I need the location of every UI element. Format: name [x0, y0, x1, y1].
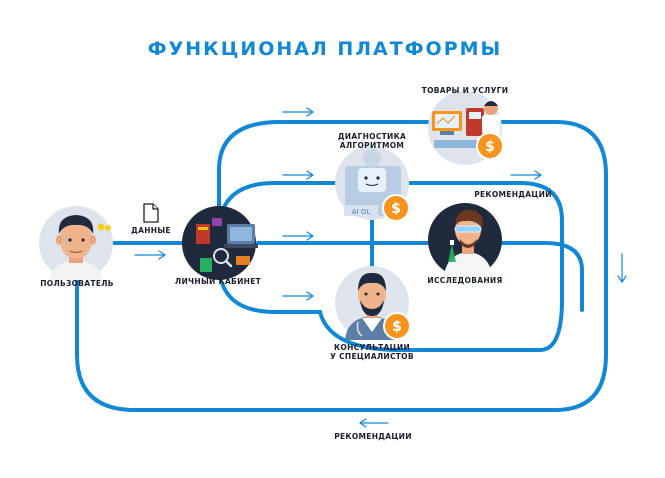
- coin-symbol: $: [485, 139, 495, 155]
- node-goods: $: [428, 91, 504, 165]
- arrow-right-icon: [510, 170, 542, 180]
- recommend-right-label: РЕКОМЕНДАЦИИ: [474, 190, 552, 199]
- arrow-right-icon: [282, 231, 314, 241]
- arrow-right-icon: [282, 170, 314, 180]
- desk-workspace-icon: [196, 218, 258, 272]
- research-label: ИССЛЕДОВАНИЯ: [427, 276, 502, 285]
- node-user: [39, 206, 113, 280]
- coin-symbol: $: [392, 319, 402, 335]
- arrow-right-icon: [282, 107, 314, 117]
- page-title: ФУНКЦИОНАЛ ПЛАТФОРМЫ: [148, 38, 502, 60]
- flow-outer-loop: [75, 120, 608, 412]
- recommend-bottom-label: РЕКОМЕНДАЦИИ: [334, 432, 412, 441]
- flow-lines: [75, 120, 608, 412]
- consult-label-line2: У СПЕЦИАЛИСТОВ: [330, 352, 414, 361]
- flow-diagnostics-loop: [220, 181, 564, 302]
- arrow-right-icon: [134, 250, 166, 260]
- diagnostics-label-line1: ДИАГНОСТИКА: [338, 132, 406, 141]
- arrow-left-icon: [359, 418, 389, 428]
- coin-icon: [382, 194, 410, 222]
- data-label: ДАННЫЕ: [131, 226, 171, 235]
- flow-consult-loop: [220, 281, 564, 352]
- arrow-right-icon: [282, 291, 314, 301]
- coin-icon: [383, 312, 411, 340]
- goods-label: ТОВАРЫ И УСЛУГИ: [422, 86, 509, 95]
- cabinet-label: ЛИЧНЫЙ КАБИНЕТ: [175, 277, 262, 286]
- consult-label-line1: КОНСУЛЬТАЦИИ: [334, 343, 410, 352]
- diagnostics-label-line2: АЛГОРИТМОМ: [340, 141, 404, 150]
- coin-icon: [476, 132, 504, 160]
- coin-symbol: $: [391, 201, 401, 217]
- user-label: ПОЛЬЗОВАТЕЛЬ: [40, 279, 114, 288]
- device-text: AI OL: [352, 208, 371, 216]
- node-diagnostics: AI OL $: [335, 146, 410, 222]
- scientist-icon: [444, 209, 492, 277]
- node-consult: $: [335, 266, 411, 340]
- direction-arrows: [134, 107, 627, 428]
- node-research: [428, 203, 502, 277]
- document-icon: [143, 203, 159, 223]
- flow-research-loop: [256, 241, 584, 312]
- person-avatar-icon: [50, 215, 102, 280]
- node-cabinet: [182, 206, 258, 280]
- arrow-down-icon: [617, 253, 627, 283]
